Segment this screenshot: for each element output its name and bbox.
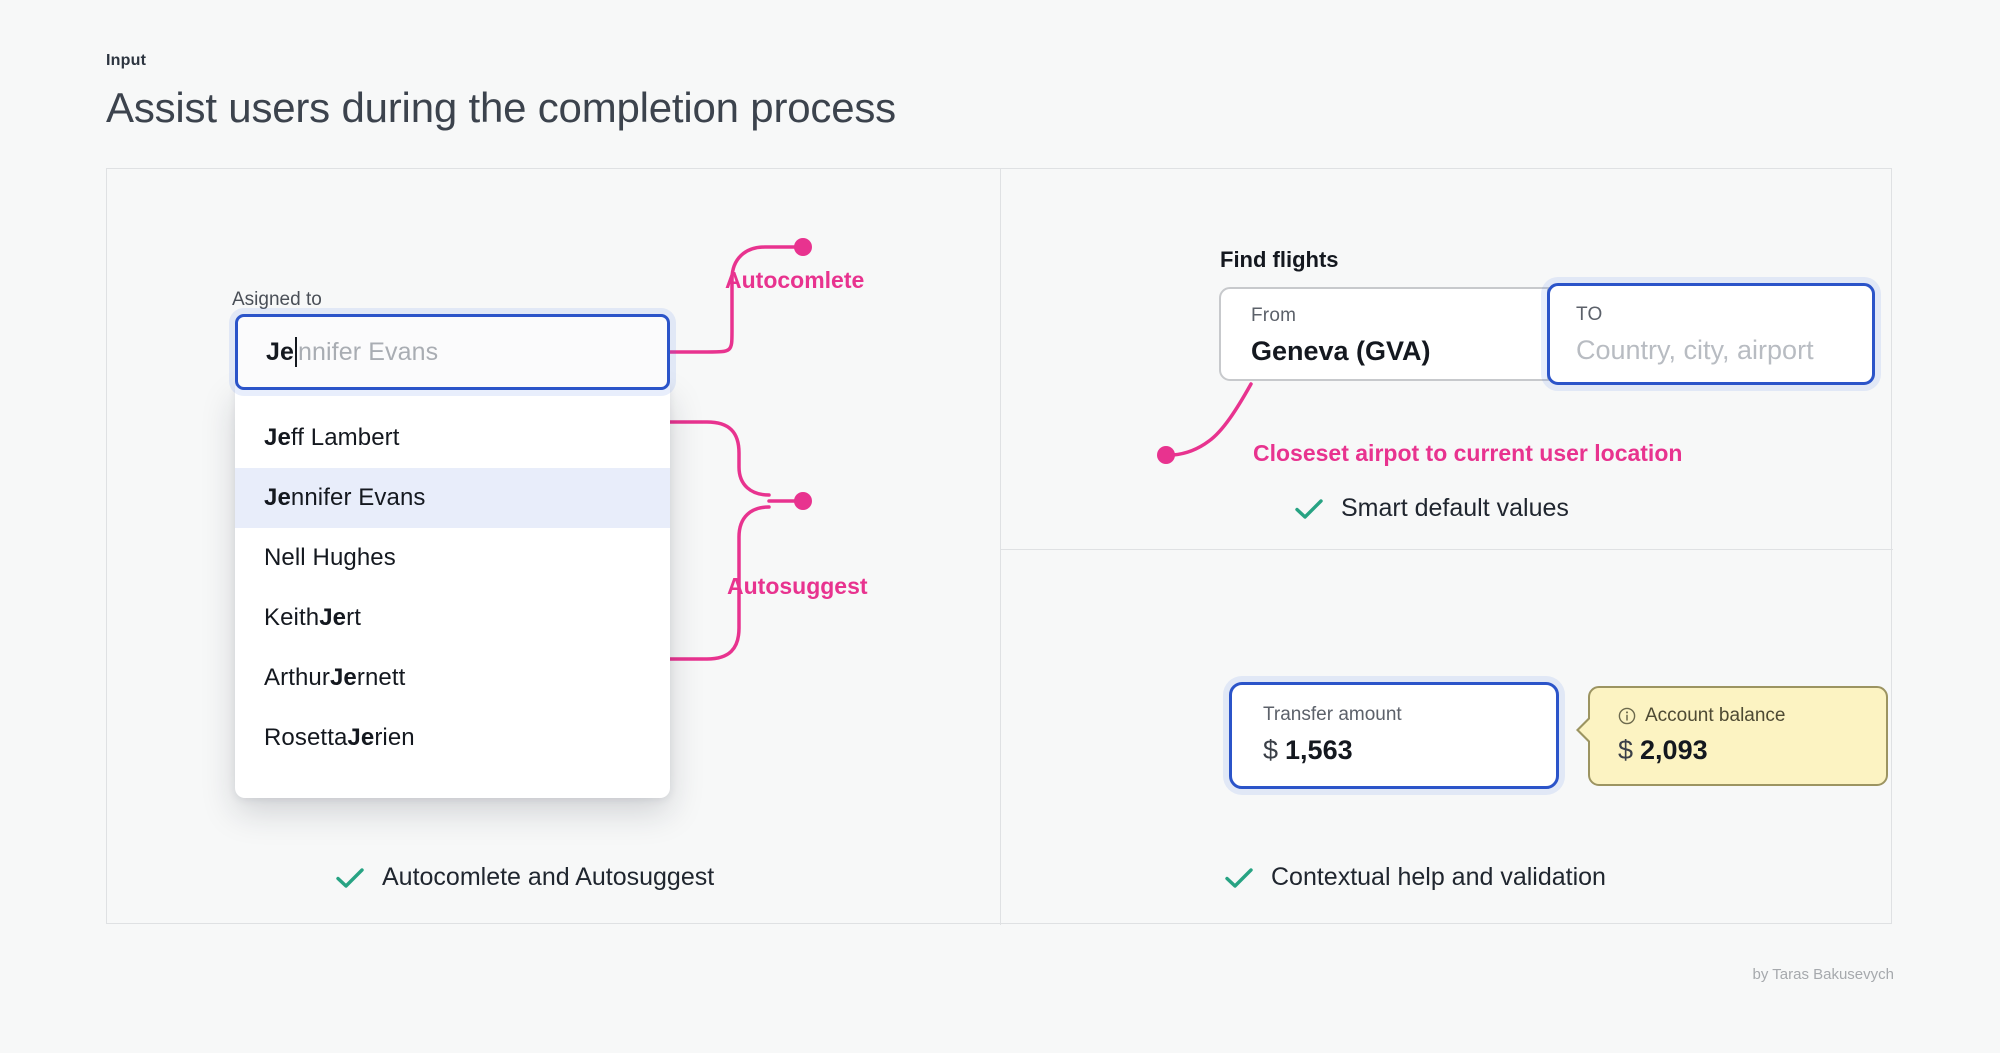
annotation-dot-closest-airport [1157,446,1175,464]
flight-search-fields: From Geneva (GVA) TO Country, city, airp… [1219,283,1875,385]
from-field[interactable]: From Geneva (GVA) [1219,287,1549,381]
suggestion-match: Je [347,724,375,751]
suggestion-prefix: Arthur [264,664,330,691]
suggestion-match: Je [329,664,357,691]
account-balance-value: $2,093 [1618,735,1886,766]
currency-symbol: $ [1263,735,1279,765]
to-label: TO [1576,304,1603,325]
transfer-amount-value: $1,563 [1263,735,1556,766]
annotation-dot-autosuggest [794,492,812,510]
info-icon [1618,707,1636,725]
caption-text: Autocomlete and Autosuggest [382,863,715,891]
page-title: Assist users during the completion proce… [106,84,896,131]
check-icon [336,867,364,888]
suggestion-match: Je [264,424,291,451]
from-label: From [1251,305,1297,326]
annotation-label-closest-airport: Closeset airpot to current user location [1253,440,1683,466]
assigned-to-label: Asigned to [232,289,322,310]
check-icon [1295,498,1323,519]
caption-text: Smart default values [1341,494,1569,522]
text-caret [295,337,298,367]
suggestion-match: Je [264,484,291,511]
transfer-widgets: Transfer amount $1,563 Account balance [1229,682,1888,789]
annotation-dot-autocomplete [794,238,812,256]
suggestion-suffix: rnett [356,664,406,691]
to-placeholder: Country, city, airport [1576,335,1814,365]
tooltip-label: Account balance [1645,705,1786,726]
suggestion-match: Je [319,604,347,631]
annotation-label-autocomplete: Autocomlete [725,267,865,293]
typed-text: Je [266,337,295,366]
find-flights-title: Find flights [1220,247,1339,272]
annotation-label-autosuggest: Autosuggest [727,573,868,599]
amount-number: 1,563 [1285,735,1353,765]
assigned-to-input[interactable]: Je nnifer Evans [235,314,670,390]
suggestion-prefix: Rosetta [264,724,348,751]
to-field[interactable]: TO Country, city, airport [1547,283,1875,385]
suggestion-prefix: Nell Hughes [264,544,396,571]
list-item[interactable]: Nell Hughes [235,528,670,588]
suggestion-prefix: Keith [264,604,320,631]
flights-demo-panel: Find flights From Geneva (GVA) TO Countr… [1001,169,1893,549]
suggestion-suffix: ff Lambert [290,424,400,451]
suggestion-suffix: nnifer Evans [290,484,426,511]
transfer-demo-panel: Transfer amount $1,563 Account balance [1001,550,1893,925]
suggestion-suffix: rt [346,604,361,631]
suggestion-suffix: rien [374,724,415,751]
horizontal-divider [1000,549,1893,550]
from-value: Geneva (GVA) [1251,336,1431,366]
transfer-amount-field[interactable]: Transfer amount $1,563 [1229,682,1559,789]
author-credit: by Taras Bakusevych [1752,966,1894,983]
contextual-help-caption: Contextual help and validation [1225,863,1606,892]
check-icon [1225,867,1253,888]
balance-number: 2,093 [1640,735,1708,765]
transfer-amount-label: Transfer amount [1263,704,1402,725]
caption-text: Contextual help and validation [1271,863,1606,891]
tooltip-header: Account balance [1618,705,1886,727]
currency-symbol: $ [1618,735,1634,765]
account-balance-tooltip: Account balance $2,093 [1576,686,1888,786]
smart-defaults-caption: Smart default values [1295,494,1569,523]
inline-autocomplete-text: nnifer Evans [298,337,439,366]
autocomplete-caption: Autocomlete and Autosuggest [336,863,714,892]
vertical-divider [1000,169,1001,925]
eyebrow-label: Input [106,52,147,69]
page-header: Input Assist users during the completion… [106,52,896,132]
